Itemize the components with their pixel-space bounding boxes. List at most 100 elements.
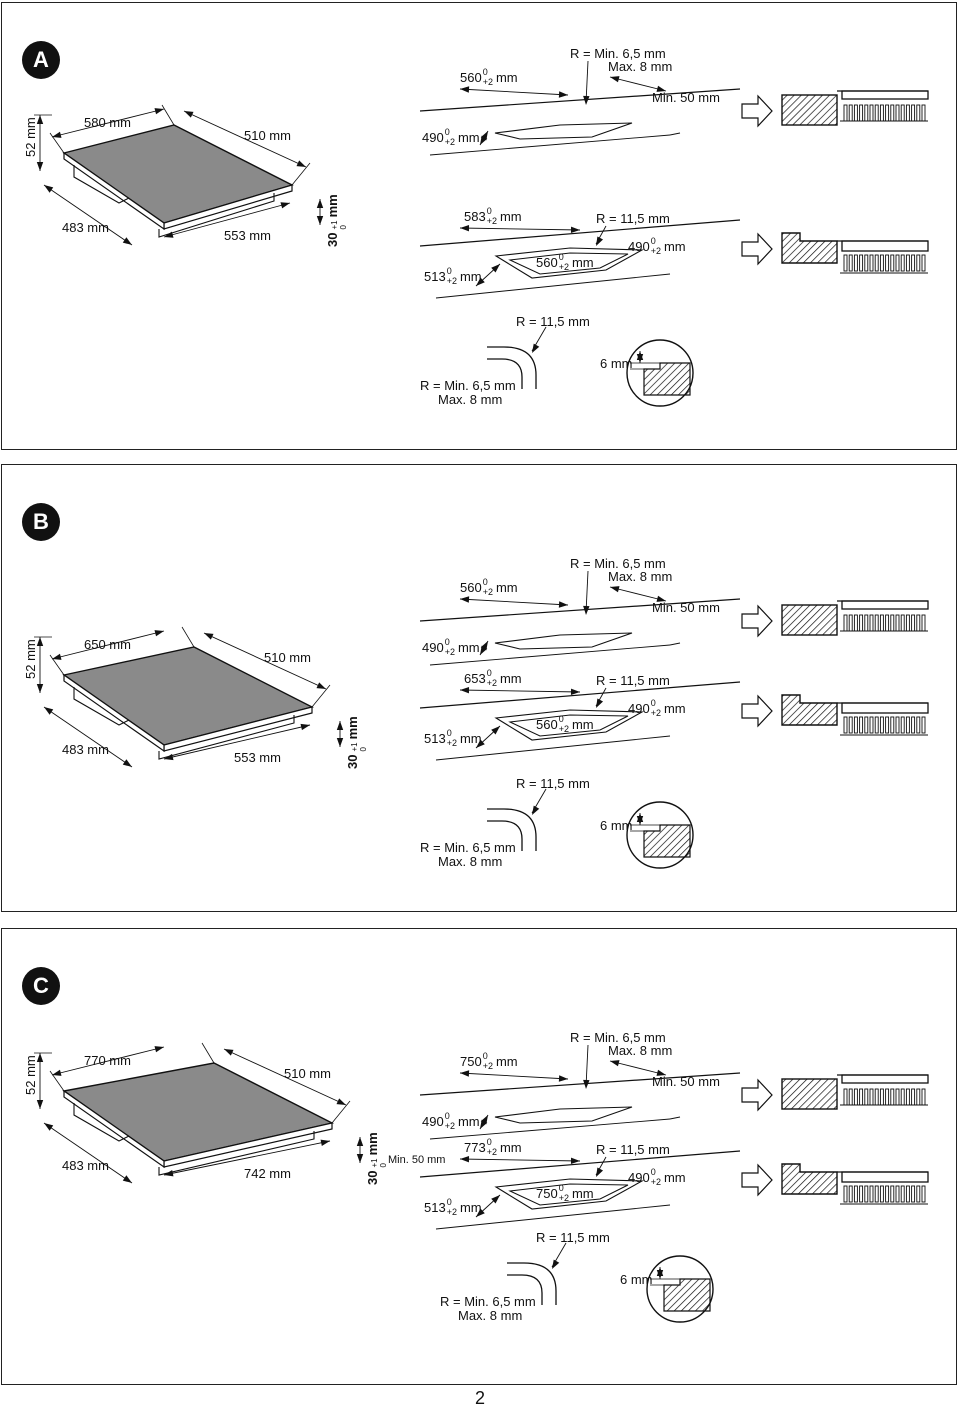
tolerance-lower: +2 [486, 216, 497, 226]
tolerance: 0+2 [651, 236, 661, 256]
dimension-line [43, 706, 133, 768]
unit: mm [571, 716, 594, 732]
flush-min-gap-label: Min. 50 mm [652, 90, 720, 105]
dimension-value: 490 [422, 639, 444, 655]
rebate-inner [508, 714, 629, 737]
counter-rebate-icon [741, 1163, 929, 1205]
hob-body-line [158, 1131, 315, 1176]
fin [864, 1185, 869, 1203]
arrow-head [596, 1167, 604, 1177]
tolerance: 0+2 [487, 668, 497, 688]
arrow-head [52, 131, 62, 138]
arrow-head [52, 1069, 62, 1076]
fin [895, 104, 900, 122]
arrow-head [154, 630, 164, 637]
fin [859, 614, 864, 632]
unit: mm [663, 1169, 686, 1185]
thickness-value: 30 [365, 1170, 380, 1185]
hob-width-label: 580 mm [84, 115, 131, 130]
arrow-head [610, 76, 620, 83]
fin [843, 1088, 848, 1106]
fin [848, 254, 853, 272]
tolerance-upper: 0 [650, 236, 656, 246]
fin [921, 1088, 926, 1106]
fin [911, 614, 916, 632]
unit: mm [459, 268, 482, 284]
leader-line [585, 1044, 589, 1088]
fin [853, 1185, 858, 1203]
tolerance-lower: +2 [482, 587, 493, 597]
flush-cutout-opening [494, 632, 633, 650]
extension-line [331, 1100, 351, 1124]
extension-line [161, 104, 175, 126]
detail-radius-outer-label: R = 11,5 mm [516, 314, 590, 329]
fin [853, 614, 858, 632]
tolerance-lower: +2 [558, 262, 569, 272]
dimension-line [459, 227, 581, 231]
counter-block [781, 694, 838, 726]
tolerance: 0+2 [445, 1111, 455, 1131]
fin [864, 614, 869, 632]
tolerance: 0+2 [447, 1197, 457, 1217]
dimension-value: 560 [460, 579, 482, 595]
arrow-head [480, 135, 488, 145]
counter-block [781, 94, 838, 126]
arrow-head [164, 753, 174, 761]
fin [853, 104, 858, 122]
panel-drawing [34, 60, 929, 407]
tolerance-lower: 0 [379, 1163, 388, 1168]
counter-block [781, 1163, 838, 1195]
tolerance-lower: +2 [446, 276, 457, 286]
counter-rebate-icon [741, 694, 929, 736]
panel-drawing [34, 1042, 929, 1323]
flush-min-gap-label: Min. 50 mm [652, 600, 720, 615]
arrow-head [610, 586, 620, 593]
thickness-unit: mm [345, 716, 360, 740]
arrow-head [296, 160, 306, 167]
counter-edge [435, 273, 671, 299]
fin [848, 614, 853, 632]
fin [879, 1088, 884, 1106]
dimension-value: 513 [424, 730, 446, 746]
panel-letter-badge: A [22, 41, 60, 79]
flush-min-gap-label: Min. 50 mm [652, 1074, 720, 1089]
arrow-head [460, 224, 470, 232]
fin [864, 254, 869, 272]
counter-edge [419, 681, 741, 709]
arrow-head [316, 682, 326, 689]
counter-edge [419, 1072, 741, 1096]
dimension-line [43, 184, 133, 246]
extension-line [291, 162, 311, 186]
tolerance-upper: +1 [330, 220, 339, 230]
leader-line [585, 570, 589, 614]
fin [879, 614, 884, 632]
dimension-line [459, 598, 569, 606]
fin [874, 716, 879, 734]
extension-line [49, 654, 65, 676]
fin [900, 1088, 905, 1106]
rebate-radius-label: R = 11,5 mm [596, 673, 670, 688]
unit: mm [459, 1199, 482, 1215]
flush-radius-max-label: Max. 8 mm [608, 569, 673, 584]
arrow-head [36, 162, 44, 171]
fin [885, 254, 890, 272]
arrow-head [36, 115, 44, 124]
detail-radius-inner-label: R = Min. 6,5 mm [440, 1294, 536, 1309]
fin [921, 1185, 926, 1203]
unit: mm [571, 254, 594, 270]
dimension-value: 560 [460, 69, 482, 85]
tolerance-lower: +2 [444, 137, 455, 147]
fin [921, 104, 926, 122]
hob-plate [841, 702, 929, 714]
arrow-head [552, 1259, 560, 1269]
arrow-right-icon [741, 694, 773, 728]
arrow-head [636, 813, 644, 822]
arrow-head [184, 111, 194, 118]
unit: mm [495, 69, 518, 85]
counter-rebate-icon [741, 232, 929, 274]
